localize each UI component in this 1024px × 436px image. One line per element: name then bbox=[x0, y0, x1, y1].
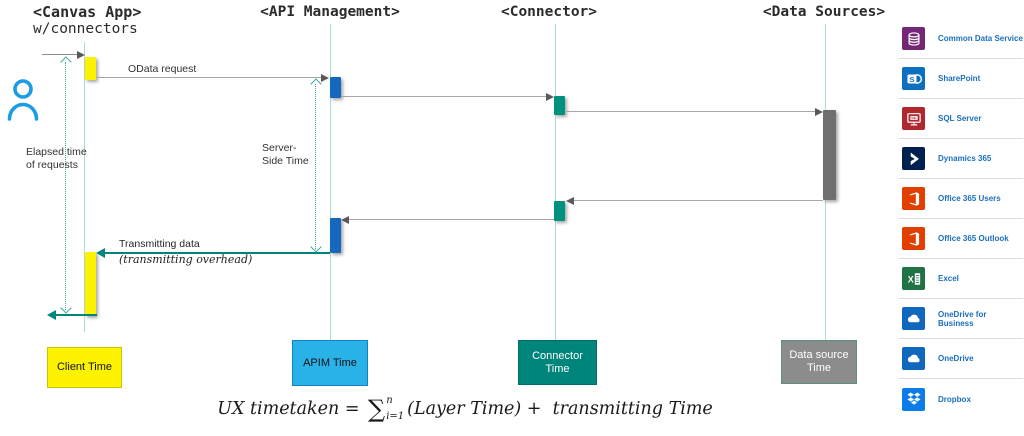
sidebar-item-dynamics-365: Dynamics 365 bbox=[899, 139, 1023, 179]
chevron-down-icon bbox=[60, 302, 72, 314]
apim-activation-2 bbox=[330, 218, 341, 253]
sidebar-item-common-data-service: Common Data Service bbox=[899, 19, 1023, 59]
datasource-time-legend: Data source Time bbox=[781, 340, 857, 384]
odata-request-label: OData request bbox=[128, 63, 197, 75]
sidebar-item-onedrive: OneDrive bbox=[899, 339, 1023, 379]
canvas-app-subtitle: w/connectors bbox=[33, 21, 138, 37]
canvas-app-title: <Canvas App> bbox=[33, 3, 142, 21]
connector-lifeline bbox=[555, 24, 556, 342]
sharepoint-icon: S bbox=[902, 67, 925, 90]
onedrive-icon bbox=[902, 347, 925, 370]
arrowhead-right-icon bbox=[77, 51, 85, 59]
elapsed-time-label: Elapsed time of requests bbox=[26, 146, 87, 171]
svg-text:X: X bbox=[907, 274, 913, 284]
arrowhead-left-icon bbox=[566, 197, 574, 205]
connector-time-legend: Connector Time bbox=[518, 340, 597, 385]
odata-request-line bbox=[97, 77, 322, 78]
canvas-app-header: <Canvas App> w/connectors bbox=[33, 3, 141, 37]
office-icon bbox=[902, 227, 925, 250]
svg-text:SQL: SQL bbox=[911, 116, 917, 120]
canvas-activation-1 bbox=[85, 57, 96, 80]
client-time-legend: Client Time bbox=[47, 347, 122, 388]
excel-icon: X bbox=[902, 267, 925, 290]
transmitting-data-line bbox=[104, 252, 330, 254]
sum-upper-bound: n bbox=[386, 395, 393, 406]
canvas-lifeline bbox=[84, 42, 85, 332]
server-side-time-label: Server-Side Time bbox=[262, 142, 309, 167]
ux-time-formula: UX timetaken = ∑ n i=1 (Layer Time) + tr… bbox=[0, 396, 930, 422]
arrowhead-right-icon bbox=[546, 93, 554, 101]
chevron-up-icon bbox=[310, 78, 322, 90]
completion-line bbox=[55, 314, 97, 316]
connectors-sidebar: Common Data Service S SharePoint SQL bbox=[899, 19, 1023, 419]
canvas-activation-2 bbox=[85, 252, 96, 316]
sidebar-item-dropbox: Dropbox bbox=[899, 379, 1023, 419]
elapsed-time-measure-line bbox=[65, 62, 66, 310]
sql-server-icon: SQL bbox=[902, 107, 925, 130]
server-side-measure-line bbox=[315, 84, 316, 249]
arrowhead-right-icon bbox=[815, 108, 823, 116]
api-management-header: <API Management> bbox=[260, 4, 400, 20]
dynamics-icon bbox=[902, 147, 925, 170]
chevron-down-icon bbox=[310, 241, 322, 253]
apim-lifeline bbox=[330, 24, 331, 342]
onedrive-icon bbox=[902, 307, 925, 330]
sidebar-item-office-365-users: Office 365 Users bbox=[899, 179, 1023, 219]
datasource-activation bbox=[823, 110, 836, 200]
connector-header: <Connector> bbox=[500, 4, 598, 20]
svg-text:S: S bbox=[909, 74, 914, 83]
sidebar-item-onedrive-for-business: OneDrive for Business bbox=[899, 299, 1023, 339]
arrowhead-left-icon bbox=[96, 248, 105, 258]
connector-activation-1 bbox=[554, 96, 565, 115]
formula-rhs: (Layer Time) + transmitting Time bbox=[407, 399, 713, 419]
connector-to-datasource-line bbox=[566, 111, 816, 112]
transmitting-overhead-label: (transmitting overhead) bbox=[119, 253, 253, 266]
formula-lhs: UX timetaken = bbox=[217, 399, 366, 419]
connector-return-line bbox=[348, 219, 554, 220]
connector-activation-2 bbox=[554, 201, 565, 221]
sidebar-item-office-365-outlook: Office 365 Outlook bbox=[899, 219, 1023, 259]
arrowhead-right-icon bbox=[321, 74, 329, 82]
sidebar-item-excel: X Excel bbox=[899, 259, 1023, 299]
user-person-icon bbox=[6, 78, 40, 122]
transmitting-data-label: Transmitting data bbox=[119, 238, 200, 250]
arrowhead-left-icon bbox=[47, 310, 56, 320]
chevron-up-icon bbox=[60, 56, 72, 68]
arrowhead-left-icon bbox=[341, 216, 349, 224]
database-icon bbox=[902, 27, 925, 50]
data-sources-header: <Data Sources> bbox=[762, 4, 886, 20]
user-request-line bbox=[42, 54, 78, 55]
apim-time-legend: APIM Time bbox=[292, 340, 368, 386]
sidebar-item-sharepoint: S SharePoint bbox=[899, 59, 1023, 99]
apim-to-connector-line bbox=[341, 96, 547, 97]
sidebar-item-sql-server: SQL SQL Server bbox=[899, 99, 1023, 139]
sum-lower-bound: i=1 bbox=[386, 411, 405, 422]
summation-icon: ∑ n i=1 bbox=[368, 395, 405, 423]
office-icon bbox=[902, 187, 925, 210]
apim-activation-1 bbox=[330, 77, 341, 98]
dropbox-icon bbox=[902, 387, 925, 411]
datasource-return-line bbox=[573, 200, 823, 201]
